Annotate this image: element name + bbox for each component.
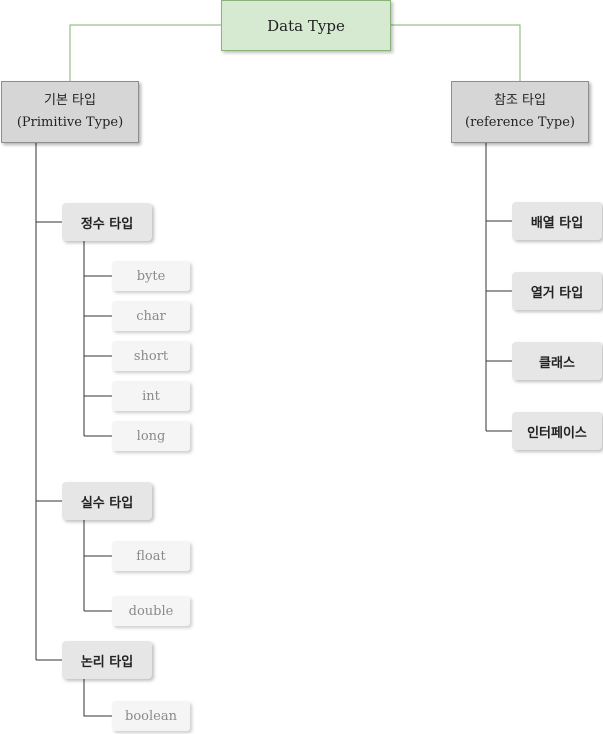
array-type-node: 배열 타입 (512, 202, 602, 240)
long-label: long (136, 428, 166, 444)
byte-type-node: byte (112, 261, 190, 291)
root-to-reference-line (391, 24, 521, 82)
short-label: short (133, 348, 169, 364)
array-label: 배열 타입 (530, 215, 584, 231)
integer-type-node: 정수 타입 (62, 203, 152, 241)
int-type-node: int (112, 381, 190, 411)
real-type-node: 실수 타입 (62, 482, 152, 520)
float-type-node: float (112, 541, 190, 571)
interface-type-node: 인터페이스 (512, 412, 602, 450)
enum-label: 열거 타입 (530, 285, 584, 301)
real-label: 실수 타입 (80, 495, 134, 511)
boolean-type-node: boolean (112, 701, 190, 731)
short-type-node: short (112, 341, 190, 371)
double-type-node: double (112, 596, 190, 626)
int-label: int (142, 388, 160, 404)
logical-label: 논리 타입 (80, 654, 134, 670)
reference-type-node: 참조 타입 (reference Type) (451, 81, 589, 143)
byte-label: byte (136, 268, 166, 284)
reference-sublabel: (reference Type) (465, 115, 575, 130)
enum-type-node: 열거 타입 (512, 272, 602, 310)
root-label: Data Type (267, 16, 345, 35)
boolean-label: boolean (125, 708, 177, 724)
class-label: 클래스 (539, 355, 575, 371)
integer-label: 정수 타입 (80, 216, 134, 232)
primitive-type-node: 기본 타입 (Primitive Type) (1, 81, 139, 143)
primitive-sublabel: (Primitive Type) (16, 115, 124, 130)
char-type-node: char (112, 301, 190, 331)
data-type-root-node: Data Type (221, 0, 391, 51)
root-to-primitive-line (69, 24, 221, 82)
char-label: char (136, 308, 166, 324)
primitive-label: 기본 타입 (44, 93, 96, 108)
logical-type-node: 논리 타입 (62, 641, 152, 679)
interface-label: 인터페이스 (527, 425, 587, 441)
float-label: float (136, 548, 166, 564)
long-type-node: long (112, 421, 190, 451)
class-type-node: 클래스 (512, 342, 602, 380)
logical-branch-line (83, 679, 112, 717)
double-label: double (128, 603, 174, 619)
reference-label: 참조 타입 (494, 93, 546, 108)
